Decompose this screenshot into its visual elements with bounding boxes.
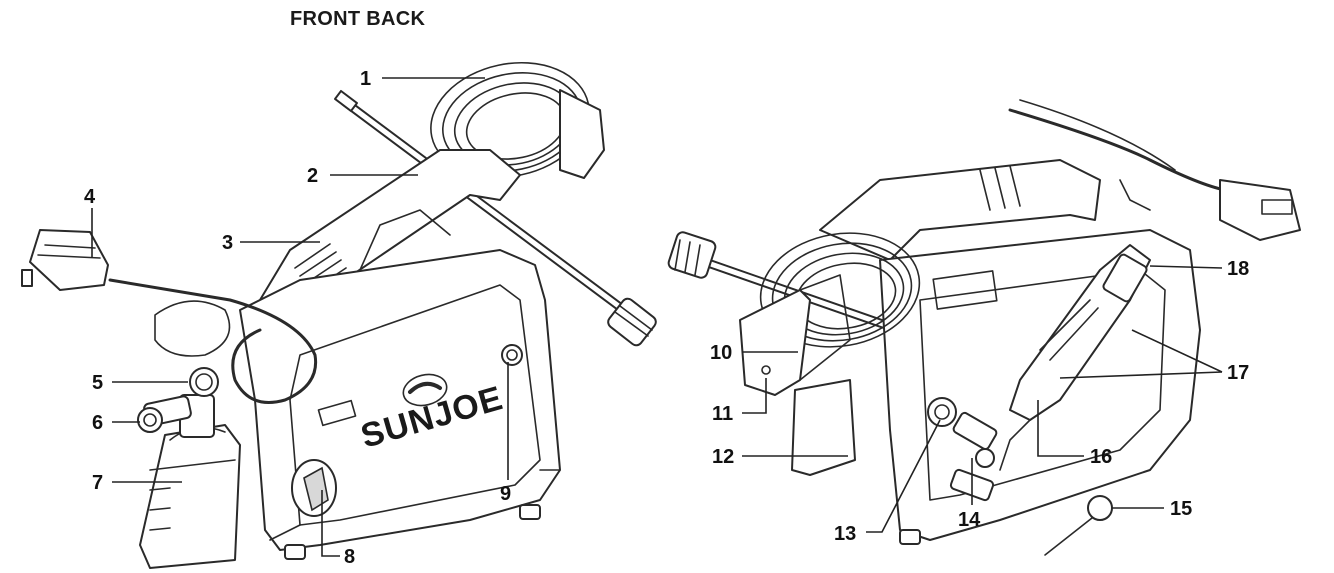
leader-8 — [321, 490, 340, 557]
front-spray-wand — [334, 89, 657, 347]
callout-numbers: 1 2 3 4 5 6 7 8 9 10 11 12 13 14 15 16 1… — [84, 68, 1249, 568]
leader-11 — [742, 378, 767, 414]
callout-5: 5 — [92, 372, 103, 394]
front-detergent-tank — [137, 367, 241, 569]
callout-10: 10 — [710, 342, 732, 364]
front-view-washer: SUNJOE — [21, 61, 657, 569]
front-power-cord — [21, 229, 318, 404]
callout-4: 4 — [84, 186, 96, 208]
callout-16: 16 — [1090, 446, 1112, 468]
back-power-cord — [1008, 99, 1301, 241]
callout-18: 18 — [1227, 258, 1249, 280]
callout-3: 3 — [222, 232, 233, 254]
callout-13: 13 — [834, 523, 856, 545]
callout-11: 11 — [712, 403, 733, 425]
front-body: SUNJOE — [239, 249, 561, 560]
leader-16 — [1037, 400, 1084, 457]
back-spray-gun — [999, 244, 1151, 471]
front-hose-coil — [430, 61, 605, 179]
callout-7: 7 — [92, 472, 103, 494]
leader-17b — [1059, 371, 1223, 379]
back-storage-pocket — [791, 379, 856, 476]
callout-14: 14 — [958, 509, 981, 531]
callout-12: 12 — [712, 446, 734, 468]
callout-17: 17 — [1227, 362, 1249, 384]
back-spray-wand — [667, 231, 902, 335]
callout-1: 1 — [360, 68, 371, 90]
callout-9: 9 — [500, 483, 511, 505]
leader-13 — [866, 419, 941, 533]
callout-6: 6 — [92, 412, 103, 434]
leader-lines — [91, 77, 1223, 557]
leader-17a — [1131, 329, 1223, 373]
callout-8: 8 — [344, 546, 355, 568]
diagram-title: FRONT BACK — [290, 8, 426, 30]
back-outlet-fittings — [927, 397, 998, 502]
callout-2: 2 — [307, 165, 318, 187]
callout-15: 15 — [1170, 498, 1192, 520]
back-hose-hanger — [739, 274, 851, 396]
back-handle — [819, 159, 1101, 261]
leader-18 — [1149, 265, 1223, 269]
back-view-washer — [667, 99, 1301, 556]
nozzle-cleaner-tool — [1044, 495, 1113, 556]
